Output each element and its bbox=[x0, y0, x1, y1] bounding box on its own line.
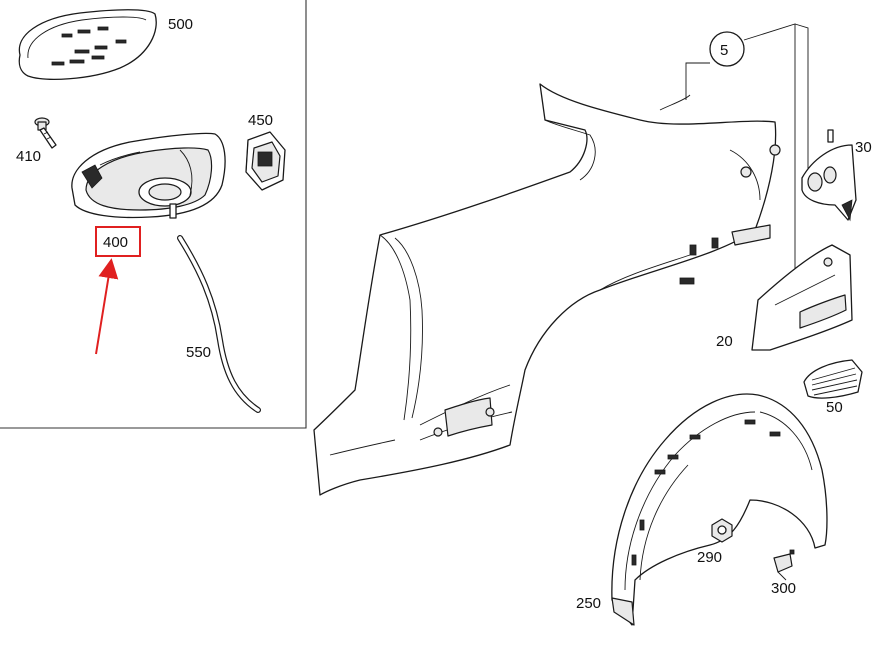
callout-5-circle bbox=[709, 31, 745, 67]
callout-550: 550 bbox=[186, 344, 211, 361]
highlight-box-400 bbox=[95, 226, 141, 257]
callout-5-group bbox=[685, 23, 809, 280]
part-250-wheel-arch-liner[interactable] bbox=[611, 393, 828, 626]
callout-450: 450 bbox=[248, 112, 273, 129]
part-410-screw[interactable] bbox=[34, 117, 57, 149]
part-550-drain-hose[interactable] bbox=[177, 235, 261, 413]
callout-30: 30 bbox=[855, 139, 872, 156]
callout-400: 400 bbox=[103, 234, 128, 251]
callout-410: 410 bbox=[16, 148, 41, 165]
part-20-inner-panel[interactable] bbox=[751, 244, 853, 351]
part-30-bracket[interactable] bbox=[801, 129, 857, 222]
callout-290: 290 bbox=[697, 549, 722, 566]
callout-20: 20 bbox=[716, 333, 733, 350]
inset-frame bbox=[0, 0, 307, 429]
callout-5: 5 bbox=[720, 42, 728, 59]
part-500-fuel-door-cover[interactable] bbox=[18, 9, 157, 80]
callout-300: 300 bbox=[771, 580, 796, 597]
highlight-arrow bbox=[95, 258, 119, 355]
part-290-nut[interactable] bbox=[711, 518, 733, 543]
part-400-filler-housing[interactable] bbox=[71, 132, 226, 219]
part-5-side-panel[interactable] bbox=[313, 83, 781, 496]
callout-500: 500 bbox=[168, 16, 193, 33]
callout-250: 250 bbox=[576, 595, 601, 612]
part-300-clip[interactable] bbox=[773, 549, 795, 581]
part-50-vent-grille[interactable] bbox=[803, 359, 863, 399]
callout-50: 50 bbox=[826, 399, 843, 416]
part-450-actuator[interactable] bbox=[245, 131, 286, 191]
